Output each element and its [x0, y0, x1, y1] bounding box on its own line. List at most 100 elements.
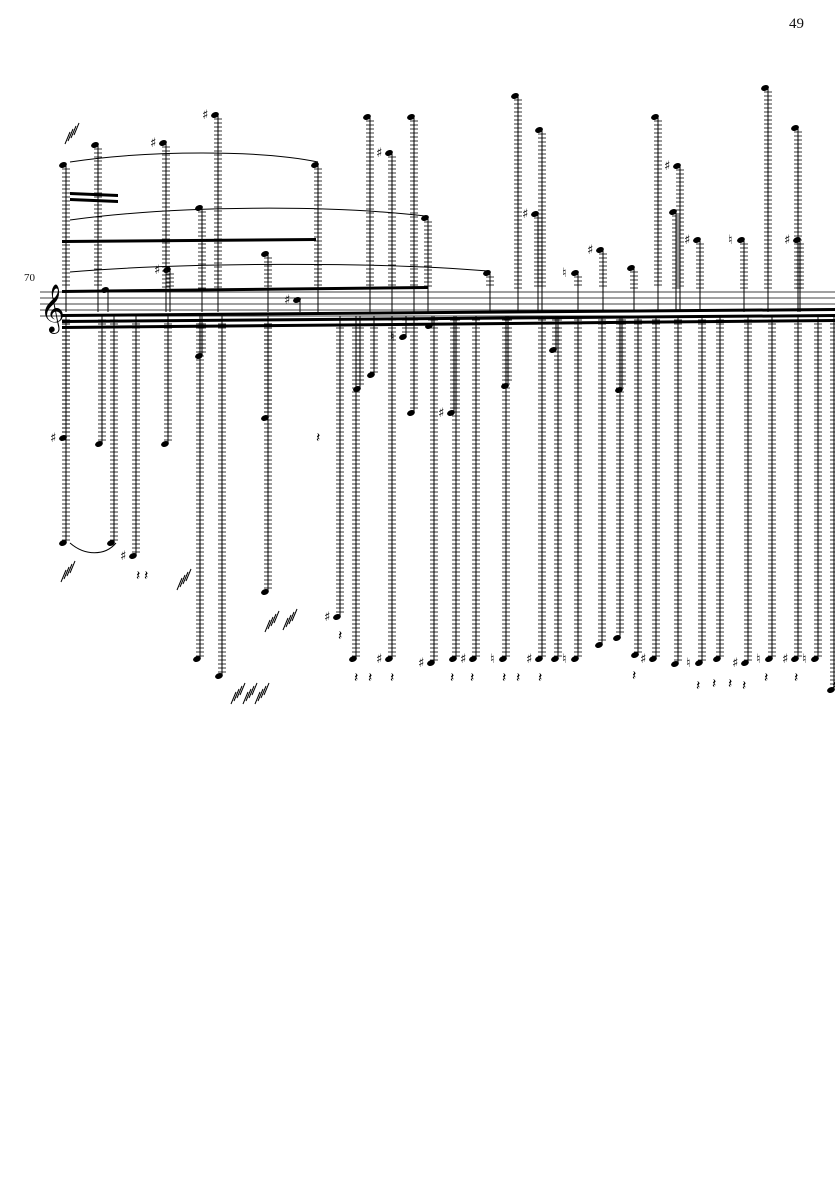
tremolo-stroke [233, 688, 240, 702]
rest-icon: 𝄽 [470, 670, 474, 686]
tremolo-stroke [282, 617, 289, 631]
note-head [469, 656, 477, 662]
note-head [353, 386, 361, 392]
tremolo-stroke [176, 577, 183, 591]
note-head [425, 323, 433, 329]
tremolo-stroke [257, 688, 264, 702]
note-head [407, 114, 415, 120]
tremolo-stroke [70, 125, 77, 139]
tremolo-stroke [236, 685, 243, 699]
note-head [367, 372, 375, 378]
tremolo-stroke [248, 685, 255, 699]
note-head [791, 125, 799, 131]
sharp-icon: ♯ [376, 652, 382, 667]
tremolo-stroke [67, 128, 74, 142]
note-head [311, 162, 319, 168]
slur [69, 542, 117, 554]
note-head [615, 387, 623, 393]
beam [70, 198, 118, 203]
note-head [399, 334, 407, 340]
natural-icon: ♮ [686, 656, 691, 671]
note-head [59, 540, 67, 546]
tremolo-stroke [260, 685, 267, 699]
tremolo-stroke [273, 610, 280, 624]
note-head [261, 415, 269, 421]
tremolo-stroke [185, 568, 192, 582]
sharp-icon: ♯ [782, 652, 788, 667]
rest-icon: 𝄽 [368, 670, 372, 686]
tremolo-stroke [60, 569, 67, 583]
note-head [363, 114, 371, 120]
sharp-icon: ♯ [284, 293, 290, 308]
tremolo-stroke [245, 688, 252, 702]
rest-icon: 𝄽 [538, 670, 542, 686]
rest-icon: 𝄽 [632, 668, 636, 684]
note-head [261, 251, 269, 257]
rest-icon: 𝄽 [338, 628, 342, 644]
tremolo-stroke [291, 608, 298, 622]
tremolo-stroke [254, 691, 261, 705]
natural-icon: ♮ [562, 652, 567, 667]
note-head [765, 656, 773, 662]
note-head [211, 112, 219, 118]
note-head [695, 660, 703, 666]
note-head [107, 540, 115, 546]
sharp-icon: ♯ [202, 108, 208, 123]
beam [62, 286, 428, 293]
note-head [385, 656, 393, 662]
note-head [449, 656, 457, 662]
sharp-icon: ♯ [587, 243, 593, 258]
rest-icon: 𝄽 [502, 670, 506, 686]
note-head [737, 237, 745, 243]
sharp-icon: ♯ [640, 652, 646, 667]
rest-icon: 𝄽 [144, 568, 148, 584]
sharp-icon: ♯ [418, 656, 424, 671]
beam [62, 308, 835, 317]
rest-icon: 𝄽 [354, 670, 358, 686]
rest-icon: 𝄽 [832, 678, 835, 694]
rest-icon: 𝄽 [516, 670, 520, 686]
note-head [741, 660, 749, 666]
sharp-icon: ♯ [376, 146, 382, 161]
note-head [595, 642, 603, 648]
sharp-icon: ♯ [732, 656, 738, 671]
tremolo-stroke [73, 122, 80, 136]
rest-icon: 𝄽 [764, 670, 768, 686]
note-head [811, 656, 819, 662]
note-head [59, 162, 67, 168]
slur [69, 207, 426, 221]
rest-icon: 𝄽 [712, 676, 716, 692]
note-head [447, 410, 455, 416]
note-head [407, 410, 415, 416]
note-head [261, 589, 269, 595]
note-head [163, 267, 171, 273]
sharp-icon: ♯ [526, 652, 532, 667]
sharp-icon: ♯ [150, 136, 156, 151]
page-number: 49 [789, 16, 804, 32]
note-head [159, 140, 167, 146]
tremolo-stroke [288, 611, 295, 625]
tremolo-stroke [264, 619, 271, 633]
natural-icon: ♮ [390, 330, 395, 345]
note-head [791, 656, 799, 662]
note-head [627, 265, 635, 271]
note-head [761, 85, 769, 91]
tremolo-stroke [270, 613, 277, 627]
note-head [215, 673, 223, 679]
slur [69, 263, 489, 273]
note-head [613, 635, 621, 641]
note-head [693, 237, 701, 243]
note-head [333, 614, 341, 620]
tremolo-stroke [285, 614, 292, 628]
beam [62, 314, 835, 323]
sharp-icon: ♯ [684, 233, 690, 248]
tremolo-stroke [242, 691, 249, 705]
sharp-icon: ♯ [324, 610, 330, 625]
note-head [501, 383, 509, 389]
sharp-icon: ♯ [50, 431, 56, 446]
note-head [535, 127, 543, 133]
beams [62, 192, 835, 329]
note-head [483, 270, 491, 276]
